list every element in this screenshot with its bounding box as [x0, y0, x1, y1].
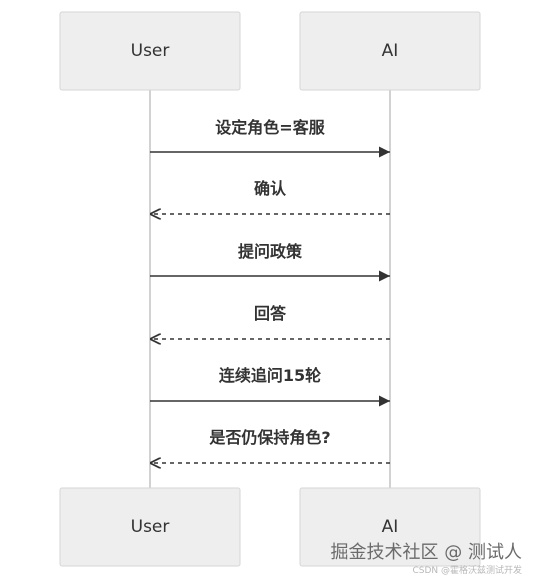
message-6-label: 是否仍保持角色? — [208, 428, 330, 447]
message-6: 是否仍保持角色? — [150, 428, 390, 463]
participant-ai-bottom-label: AI — [382, 517, 399, 537]
participant-user-top-label: User — [131, 41, 170, 61]
message-5-label: 连续追问15轮 — [219, 366, 321, 385]
participant-ai-bottom: AI — [299, 487, 481, 567]
participant-ai-top-label: AI — [382, 41, 399, 61]
message-5: 连续追问15轮 — [150, 366, 390, 407]
message-1-label: 设定角色=客服 — [215, 118, 325, 137]
participant-user-top: User — [59, 11, 241, 91]
message-1: 设定角色=客服 — [150, 118, 390, 158]
participant-user-bottom: User — [59, 487, 241, 567]
message-4-label: 回答 — [254, 304, 287, 323]
watermark-sub: CSDN @霍格沃兹测试开发 — [412, 564, 522, 576]
message-2-label: 确认 — [254, 179, 287, 198]
message-2: 确认 — [150, 179, 390, 214]
message-3: 提问政策 — [150, 242, 390, 282]
message-4: 回答 — [150, 304, 390, 339]
participant-user-bottom-label: User — [131, 517, 170, 537]
message-3-label: 提问政策 — [238, 242, 303, 261]
watermark-main: 掘金技术社区 @ 测试人 — [331, 542, 522, 563]
participant-ai-top: AI — [299, 11, 481, 91]
